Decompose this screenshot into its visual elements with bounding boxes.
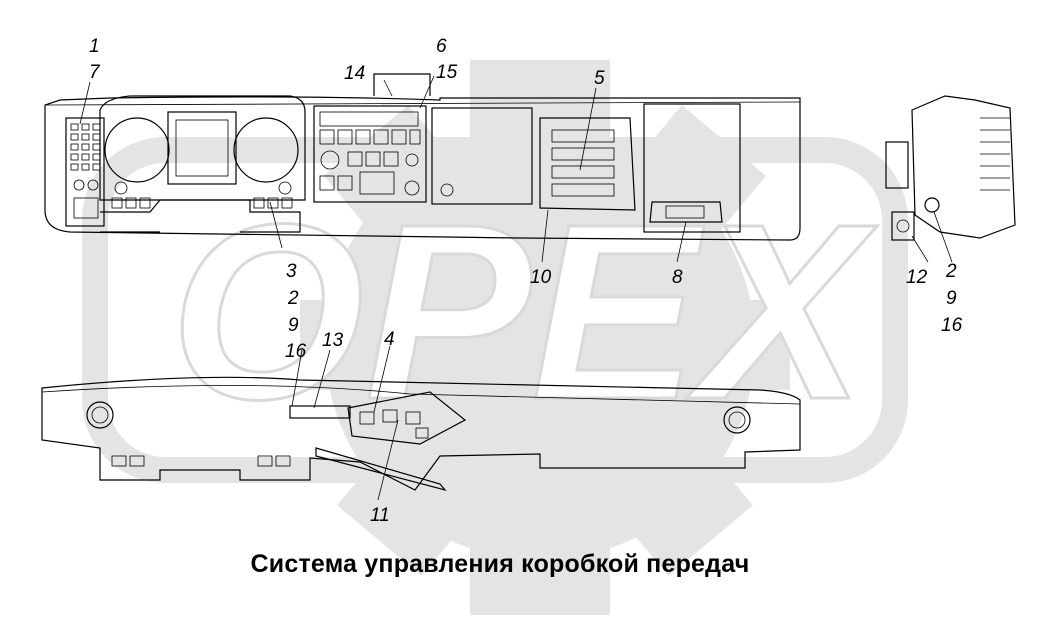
upper-dashboard: [44, 73, 1016, 241]
right-side-console: [911, 95, 1016, 239]
callout-1: 1: [89, 36, 100, 57]
watermark-text: OPEX: [170, 172, 878, 451]
callout-13: 13: [322, 330, 344, 351]
left-speaker: [86, 401, 114, 429]
leader-lines: [79, 75, 953, 501]
callout-10: 10: [530, 267, 552, 288]
callout-15: 15: [436, 62, 458, 83]
callout-7: 7: [89, 62, 101, 83]
right-speaker: [723, 406, 751, 434]
callouts: 1 7 14 6 15 5 3 10 8 2 9 16 12 2 9 16 13…: [89, 36, 963, 526]
callout-12: 12: [906, 267, 928, 288]
callout-16-left: 16: [285, 341, 307, 362]
callout-9-left: 9: [288, 315, 299, 336]
left-switch-block: [65, 117, 105, 227]
central-switch-panel: [313, 105, 427, 203]
callout-3: 3: [286, 261, 297, 282]
watermark-gear: [300, 60, 790, 615]
gearbox-control-panel: [539, 117, 636, 211]
callout-6: 6: [436, 36, 447, 57]
lower-dashboard: [41, 376, 801, 492]
callout-8: 8: [672, 267, 683, 288]
watermark-logo: OPEX: [82, 60, 908, 615]
figure-caption: Система управления коробкой передач: [250, 550, 750, 578]
callout-16-right: 16: [941, 315, 963, 336]
callout-5: 5: [594, 68, 605, 89]
callout-2-right: 2: [945, 261, 957, 282]
gear-selector-pad: [347, 391, 467, 445]
speedometer: [104, 117, 170, 183]
callout-2-left: 2: [287, 288, 299, 309]
callout-14: 14: [344, 63, 365, 84]
tachometer: [233, 117, 299, 183]
instrument-cluster: [99, 95, 306, 201]
callout-4: 4: [384, 329, 395, 350]
callout-11: 11: [370, 505, 390, 526]
callout-9-right: 9: [946, 288, 957, 309]
